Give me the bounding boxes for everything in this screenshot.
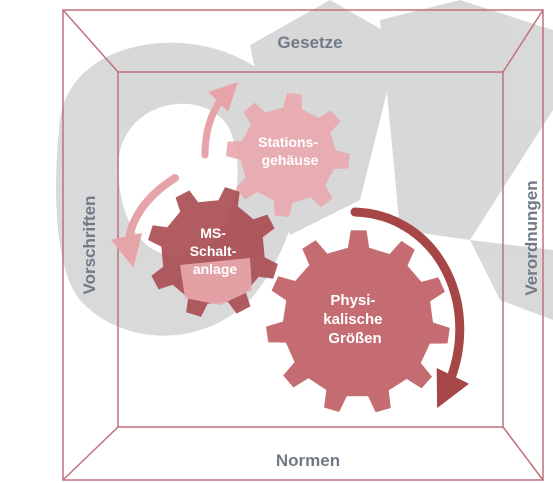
- gear-label-ms-schaltanlage: MS- Schalt- anlage: [190, 225, 241, 277]
- gear-label-stationsgehaeuse: Stations- gehäuse: [258, 134, 322, 168]
- gear-label-line: MS-: [200, 225, 226, 241]
- gear-label-line: Größen: [328, 330, 381, 347]
- gear-shape-large: [266, 230, 450, 413]
- gear-label-line: Physi-: [330, 292, 375, 309]
- frame-edge-tl: [62, 9, 119, 73]
- gear-shape-light: [226, 93, 350, 217]
- gear-overlap-light: [180, 258, 252, 305]
- gear-label-line: Stations-: [258, 134, 318, 150]
- gear-label-line: kalische: [323, 311, 382, 328]
- frame-edge-br: [502, 426, 544, 481]
- arrow-left: [110, 174, 179, 268]
- gear-label-line: Schalt-: [190, 243, 237, 259]
- outer-frame: [62, 9, 544, 481]
- gear-ms-schaltanlage: MS- Schalt- anlage: [148, 187, 278, 317]
- gear-physikalische-groessen: Physi- kalische Größen: [266, 230, 450, 413]
- label-verordnungen: Verordnungen: [522, 180, 541, 295]
- arrow-top: [201, 82, 238, 159]
- label-vorschriften: Vorschriften: [80, 196, 99, 295]
- arrow-right-large: [350, 207, 470, 409]
- label-gesetze: Gesetze: [277, 33, 342, 52]
- frame-edge-bl: [62, 426, 119, 481]
- gear-label-line: gehäuse: [262, 152, 319, 168]
- frame-edge-tr: [502, 9, 544, 73]
- gear-label-physikalische-groessen: Physi- kalische Größen: [323, 292, 386, 347]
- gear-stationsgehaeuse: Stations- gehäuse: [226, 93, 350, 217]
- label-normen: Normen: [276, 451, 340, 470]
- gear-label-line: anlage: [193, 261, 238, 277]
- frame: [62, 9, 544, 481]
